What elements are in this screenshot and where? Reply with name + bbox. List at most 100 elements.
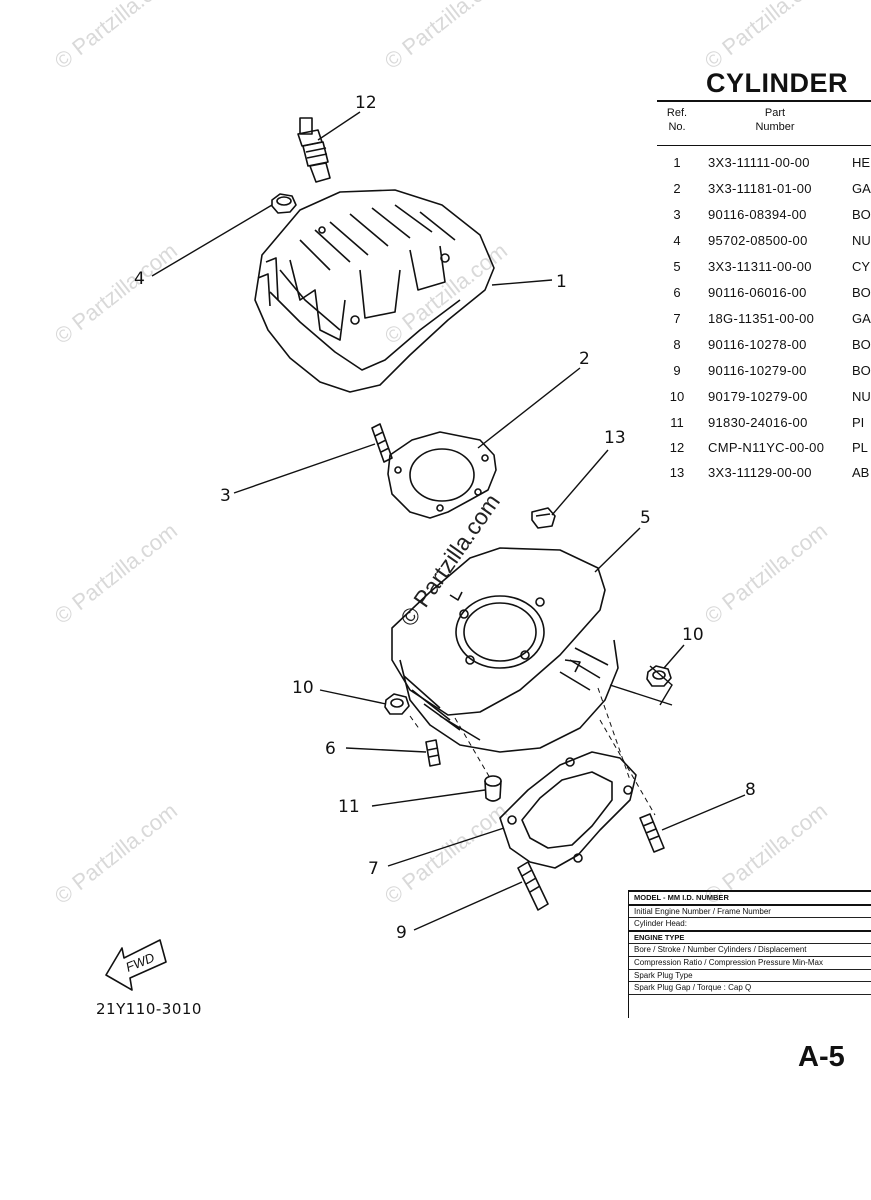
watermark: © Partzilla.com: [380, 0, 512, 74]
spark-plug-icon: [297, 117, 331, 183]
cylinder-icon: [391, 547, 619, 753]
table-row: 13 3X3-11129-00-00 AB: [662, 465, 871, 487]
table-row: 1 3X3-11111-00-00 HE: [662, 155, 871, 177]
callout-label: 5: [640, 508, 651, 528]
row-ref: 6: [673, 285, 681, 300]
table-row: 11 91830-24016-00 PI: [662, 415, 871, 437]
callout-label: 10: [292, 678, 314, 698]
cap-icon: [531, 507, 556, 529]
row-part-number: 90116-08394-00: [708, 207, 807, 222]
callout-label: 3: [220, 486, 231, 506]
row-part-number: 95702-08500-00: [708, 233, 808, 248]
row-description: PL: [852, 440, 868, 455]
bolt-icon: [425, 739, 441, 767]
part-column-header: Part Number: [720, 106, 830, 134]
row-part-number: 91830-24016-00: [708, 415, 808, 430]
row-part-number: 3X3-11129-00-00: [708, 465, 812, 480]
row-ref: 7: [673, 311, 681, 326]
row-ref: 5: [673, 259, 681, 274]
row-ref: 10: [669, 389, 685, 404]
stud-bolt-icon: [639, 813, 665, 853]
row-ref: 4: [673, 233, 681, 248]
row-description: GA: [852, 311, 871, 326]
watermark: © Partzilla.com: [700, 518, 832, 629]
row-part-number: 3X3-11111-00-00: [708, 155, 810, 170]
row-ref: 9: [673, 363, 681, 378]
table-row: 6 90116-06016-00 BO: [662, 285, 871, 307]
base-gasket-icon: [499, 751, 637, 869]
row-ref: 12: [669, 440, 685, 455]
row-description: GA: [852, 181, 871, 196]
callout-label: 9: [396, 923, 407, 943]
spec-line: Spark Plug Gap / Torque : Cap Q: [629, 982, 871, 995]
callout-label: 4: [134, 269, 145, 289]
table-row: 10 90179-10279-00 NU: [662, 389, 871, 411]
nut-icon: [646, 665, 672, 687]
row-part-number: 90116-10278-00: [708, 337, 807, 352]
row-part-number: 90179-10279-00: [708, 389, 808, 404]
fwd-arrow-icon: [105, 939, 167, 991]
nut-icon: [271, 193, 297, 214]
row-part-number: 90116-10279-00: [708, 363, 807, 378]
callout-label: 11: [338, 797, 360, 817]
row-part-number: CMP-N11YC-00-00: [708, 440, 825, 455]
watermark: © Partzilla.com: [380, 798, 512, 909]
row-description: HE: [852, 155, 871, 170]
watermark: © Partzilla.com: [50, 798, 182, 909]
header-number: Number: [755, 121, 795, 133]
row-description: NU: [852, 389, 871, 404]
leader-lines: [151, 111, 746, 931]
callout-label: 7: [368, 859, 379, 879]
head-gasket-icon: [387, 431, 497, 519]
spec-line: Spark Plug Type: [629, 970, 871, 983]
row-description: BO: [852, 363, 871, 378]
cylinder-head-icon: [254, 189, 495, 393]
callout-label: 10: [682, 625, 704, 645]
table-row: 7 18G-11351-00-00 GA: [662, 311, 871, 333]
row-part-number: 3X3-11311-00-00: [708, 259, 812, 274]
row-description: BO: [852, 337, 871, 352]
stud-bolt-icon: [371, 423, 393, 463]
figure-reference: 21Y110-3010: [96, 1000, 202, 1018]
watermark: © Partzilla.com: [50, 518, 182, 629]
watermark: © Partzilla.com: [700, 0, 832, 74]
row-description: PI: [852, 415, 865, 430]
header-part: Part: [764, 107, 786, 119]
table-top-rule: [657, 100, 871, 102]
ref-column-header: Ref. No.: [660, 106, 694, 134]
spec-line: Compression Ratio / Compression Pressure…: [629, 957, 871, 970]
row-description: BO: [852, 285, 871, 300]
row-description: CY: [852, 259, 871, 274]
row-part-number: 90116-06016-00: [708, 285, 807, 300]
table-row: 3 90116-08394-00 BO: [662, 207, 871, 229]
spec-line: Cylinder Head:: [629, 918, 871, 932]
table-row: 5 3X3-11311-00-00 CY: [662, 259, 871, 281]
page-title: CYLINDER: [706, 68, 849, 98]
spec-box: MODEL - MM I.D. NUMBER Initial Engine Nu…: [628, 890, 871, 1018]
row-ref: 13: [669, 465, 685, 480]
row-part-number: 18G-11351-00-00: [708, 311, 815, 326]
table-header-rule: [657, 145, 871, 146]
alignment-lines: [409, 687, 656, 816]
fwd-label: FWD: [124, 950, 157, 975]
row-description: AB: [852, 465, 870, 480]
callout-label: 8: [745, 780, 756, 800]
row-ref: 11: [670, 415, 684, 430]
header-no: No.: [668, 121, 686, 133]
table-row: 9 90116-10279-00 BO: [662, 363, 871, 385]
watermark: © Partzilla.com: [50, 0, 182, 74]
callout-label: 13: [604, 428, 626, 448]
watermark: © Partzilla.com: [50, 238, 182, 349]
row-ref: 1: [673, 155, 681, 170]
row-description: BO: [852, 207, 871, 222]
page-number: A-5: [798, 1041, 845, 1073]
spec-engine-header: ENGINE TYPE: [629, 932, 871, 945]
row-part-number: 3X3-11181-01-00: [708, 181, 812, 196]
dowel-pin-icon: [484, 775, 502, 802]
nut-icon: [384, 693, 410, 715]
row-ref: 3: [673, 207, 681, 222]
